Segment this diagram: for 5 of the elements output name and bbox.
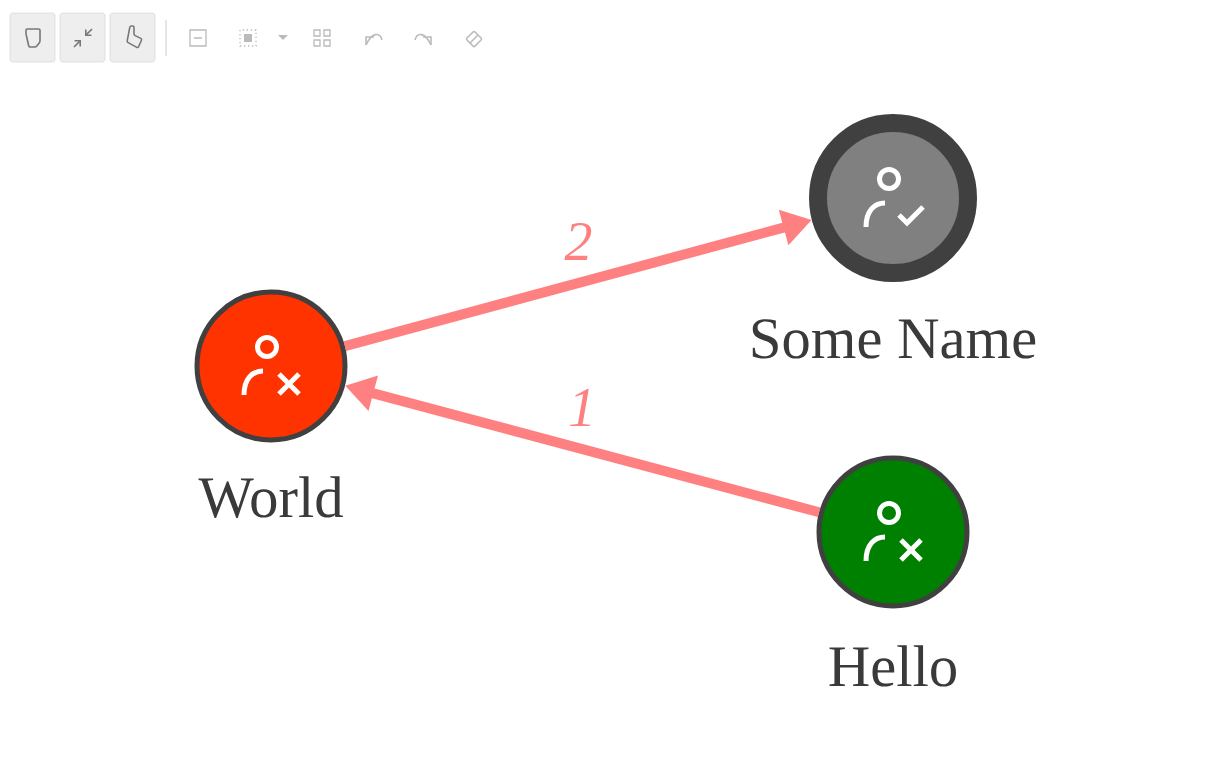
- node-label: World: [198, 476, 343, 518]
- edge-label: 2: [563, 221, 594, 262]
- node-label: Hello: [829, 645, 956, 687]
- edge-label: 1: [566, 387, 598, 428]
- node-label: Some Name: [752, 319, 1036, 359]
